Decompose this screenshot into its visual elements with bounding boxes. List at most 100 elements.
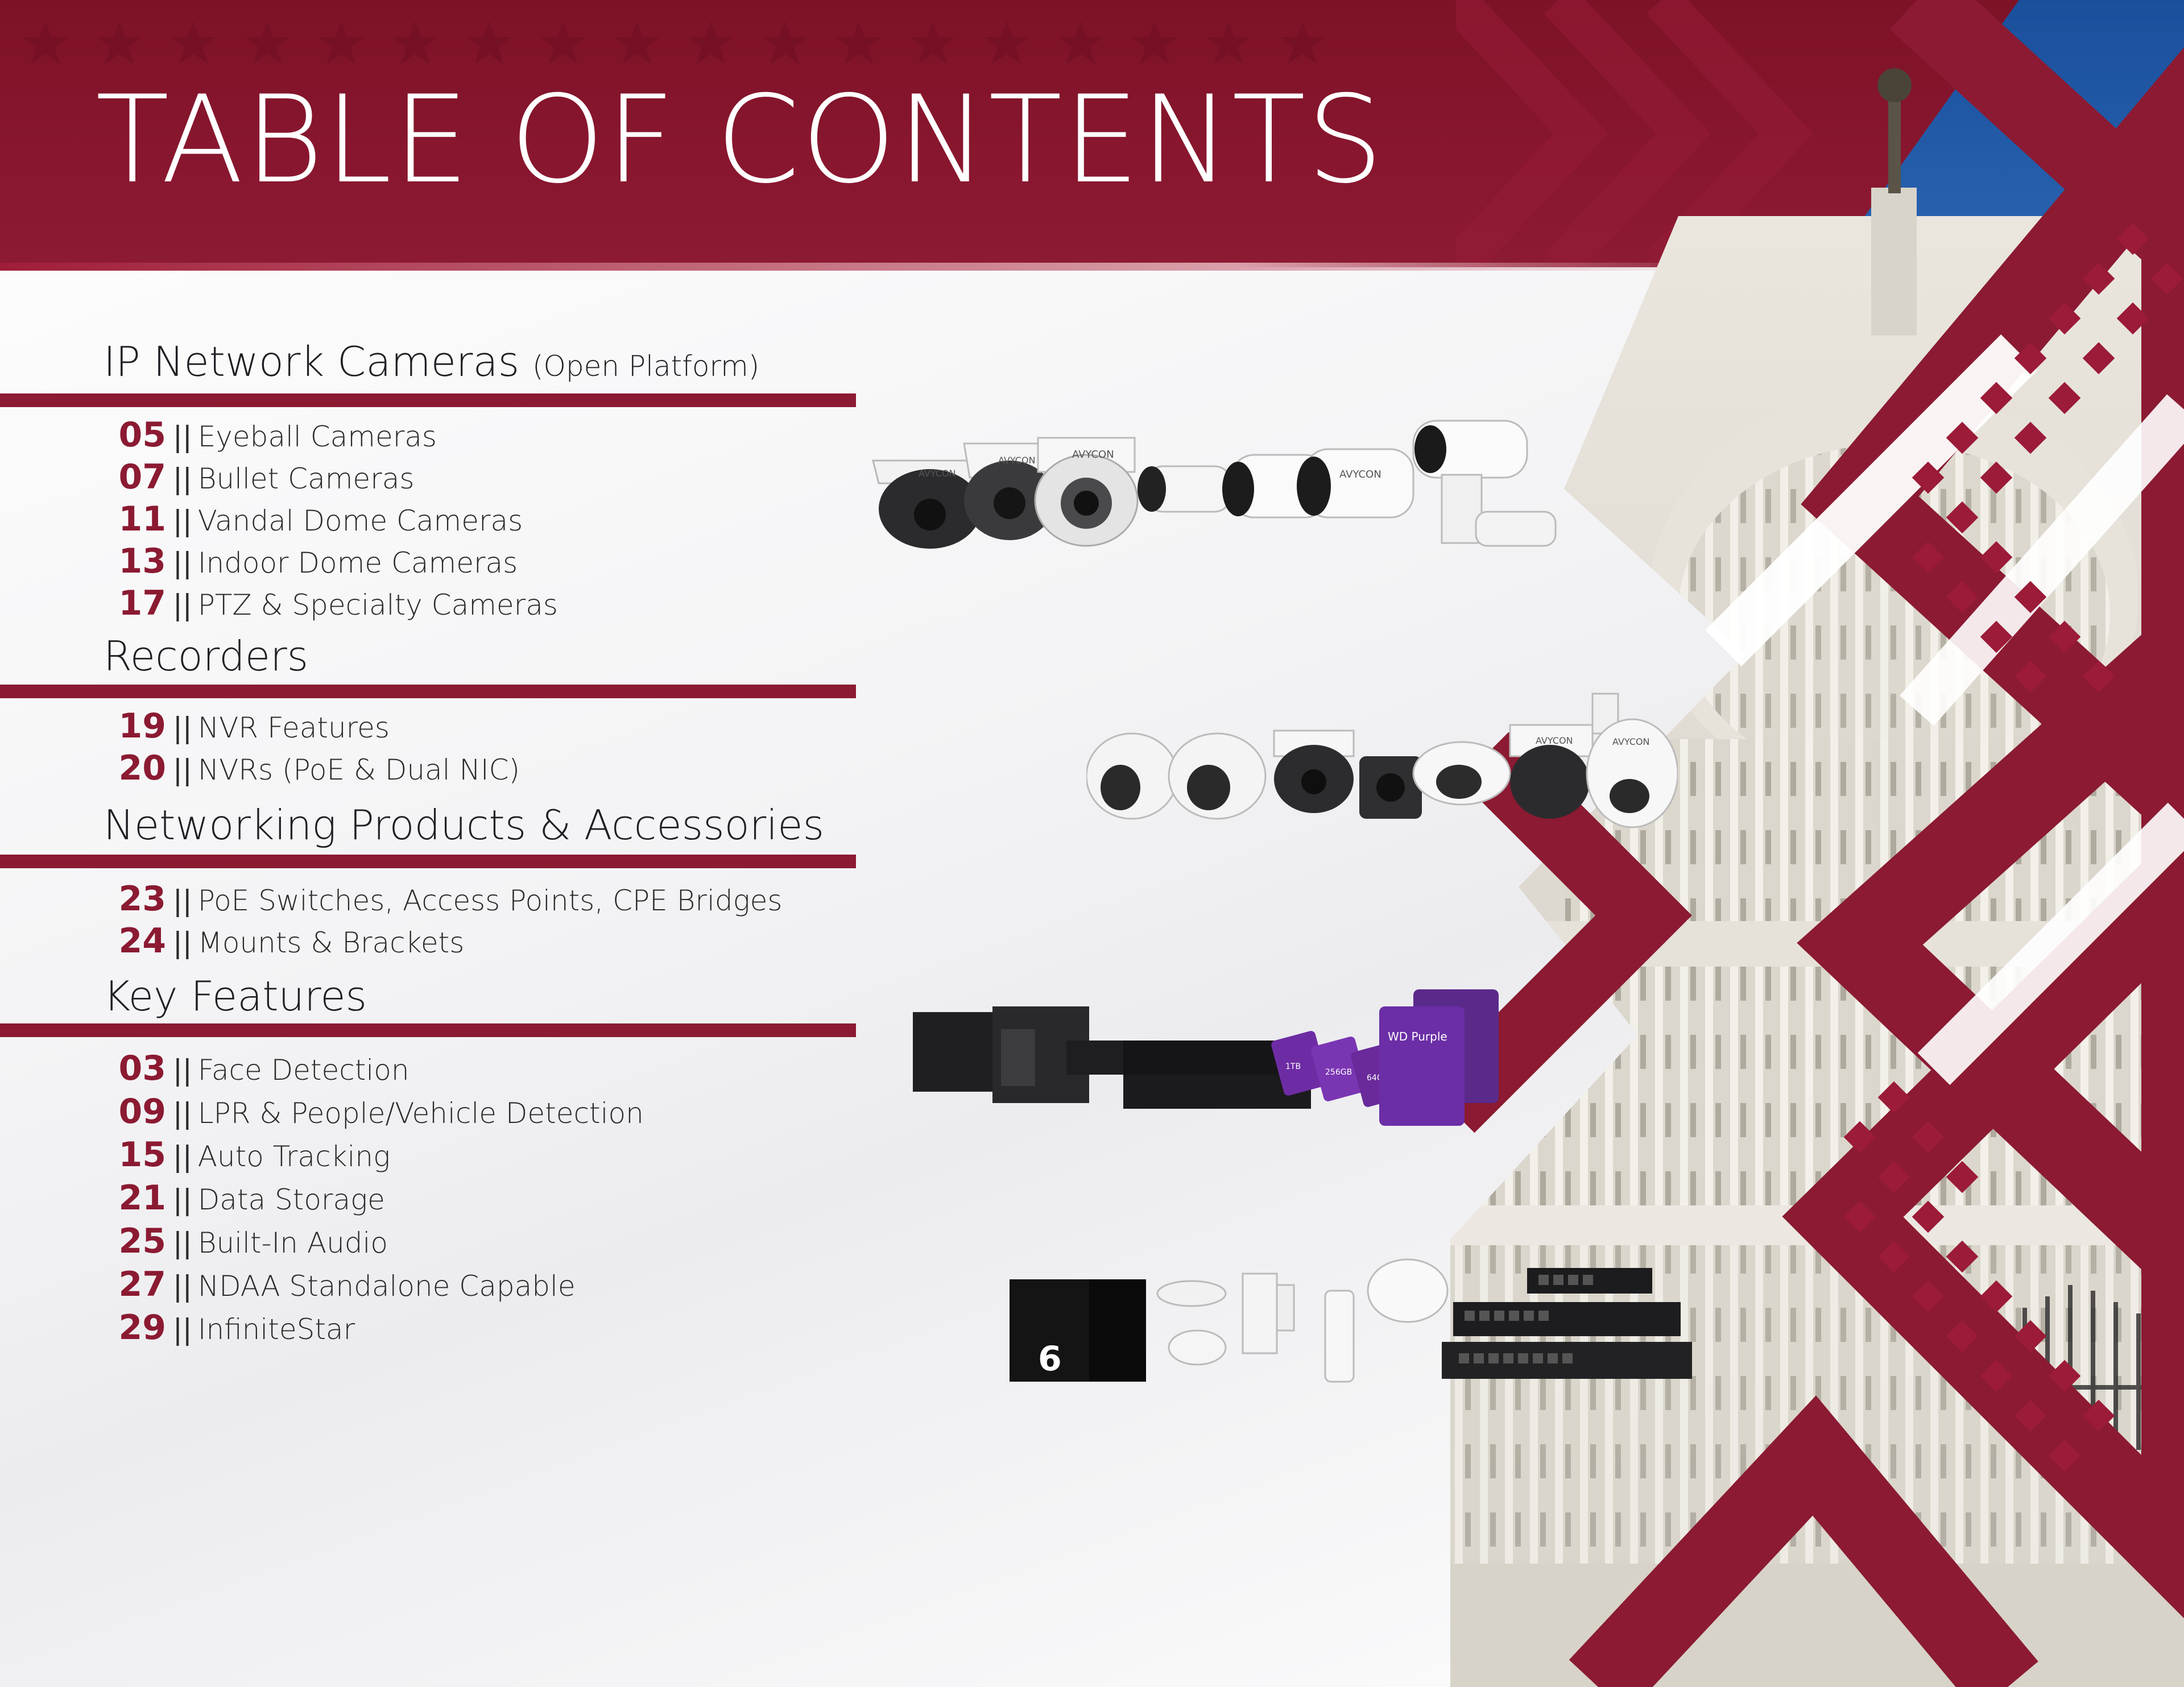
surveillance-kit-box: 6 — [1010, 1279, 1146, 1382]
toc-item[interactable]: 19||NVR Features — [114, 706, 520, 748]
toc-label: Auto Tracking — [197, 1140, 391, 1173]
section-rule — [0, 393, 856, 407]
toc-item[interactable]: 05||Eyeball Cameras — [114, 415, 558, 457]
toc-page-number: 29 — [118, 1308, 167, 1348]
eyeball-camera — [1168, 732, 1267, 820]
mini-ptz-camera: AVYCON — [1509, 724, 1594, 819]
toc-label: Indoor Dome Cameras — [197, 546, 518, 579]
camera-logo-text: AVYCON — [1072, 449, 1114, 461]
toc-separator: || — [173, 1097, 192, 1130]
toc-list-networking: 23||PoE Switches, Access Points, CPE Bri… — [114, 879, 783, 963]
toc-label: NDAA Standalone Capable — [197, 1270, 576, 1303]
toc-list-ip-cameras: 05||Eyeball Cameras 07||Bullet Cameras 1… — [114, 415, 558, 625]
toc-label: InfiniteStar — [197, 1313, 355, 1346]
toc-item[interactable]: 20||NVRs (PoE & Dual NIC) — [114, 748, 520, 790]
turret-camera: AVYCON — [963, 442, 1056, 540]
toc-page-number: 09 — [118, 1092, 167, 1131]
toc-page-number: 11 — [118, 499, 167, 539]
vandal-dome-camera: AVYCON — [1034, 437, 1139, 547]
toc-separator: || — [173, 504, 192, 537]
camera-logo-text: AVYCON — [998, 455, 1036, 466]
toc-separator: || — [173, 926, 192, 959]
toc-separator: || — [173, 1140, 192, 1173]
toc-page-number: 27 — [118, 1265, 167, 1304]
toc-page-number: 03 — [118, 1048, 167, 1088]
toc-item[interactable]: 11||Vandal Dome Cameras — [114, 499, 558, 541]
camera-logo-text: AVYCON — [1536, 735, 1573, 746]
dome-ptz-camera-lineup-image: AVYCON AVYCON — [1086, 688, 1678, 836]
toc-item[interactable]: 23||PoE Switches, Access Points, CPE Bri… — [114, 879, 783, 921]
poe-switch — [1442, 1268, 1692, 1379]
toc-label: Face Detection — [197, 1054, 410, 1087]
toc-label: Built-In Audio — [197, 1226, 388, 1259]
eyeball-camera — [1086, 732, 1178, 820]
nvr-storage-lineup-image: 1TB 256GB 64GB WD Purple — [907, 984, 1504, 1131]
toc-item[interactable]: 13||Indoor Dome Cameras — [114, 541, 558, 583]
cpe-bridge — [1324, 1290, 1355, 1383]
toc-item[interactable]: 24||Mounts & Brackets — [114, 921, 782, 963]
toc-item[interactable]: 03||Face Detection — [114, 1048, 644, 1092]
toc-separator: || — [173, 462, 192, 495]
capitol-diamond-artwork — [1450, 0, 2184, 1687]
section-heading-text: Networking Products & Accessories — [104, 801, 825, 849]
ptz-dome-camera: AVYCON — [1586, 693, 1678, 828]
eyeball-dome-camera: AVYCON — [872, 459, 988, 549]
section-heading-networking: Networking Products & Accessories — [104, 805, 824, 845]
turret-camera — [1273, 729, 1355, 813]
toc-label: Data Storage — [197, 1183, 385, 1216]
tower-nvr — [913, 1006, 1089, 1103]
wireless-access-point — [1367, 1258, 1449, 1323]
fisheye-camera — [1412, 741, 1511, 806]
toc-separator: || — [173, 753, 192, 786]
toc-page-number: 13 — [118, 541, 167, 581]
section-heading-ip-cameras: IP Network Cameras (Open Platform) — [104, 341, 759, 382]
toc-page-number: 17 — [118, 583, 167, 623]
toc-item[interactable]: 21||Data Storage — [114, 1178, 644, 1221]
memory-card-size: 1TB — [1285, 1062, 1301, 1071]
toc-label: LPR & People/Vehicle Detection — [197, 1097, 644, 1130]
toc-list-key-features: 03||Face Detection 09||LPR & People/Vehi… — [114, 1048, 644, 1351]
camera-logo-text: AVYCON — [1339, 469, 1381, 480]
toc-item[interactable]: 15||Auto Tracking — [114, 1135, 644, 1178]
toc-item[interactable]: 29||InfiniteStar — [114, 1308, 644, 1351]
drive-logo-text: WD Purple — [1388, 1030, 1447, 1043]
toc-item[interactable]: 17||PTZ & Specialty Cameras — [114, 583, 558, 625]
toc-separator: || — [173, 1313, 192, 1346]
section-heading-recorders: Recorders — [104, 636, 308, 677]
toc-list-recorders: 19||NVR Features 20||NVRs (PoE & Dual NI… — [114, 706, 520, 790]
toc-item[interactable]: 27||NDAA Standalone Capable — [114, 1265, 644, 1308]
toc-separator: || — [173, 546, 192, 579]
toc-separator: || — [173, 884, 192, 917]
toc-separator: || — [173, 1226, 192, 1259]
section-rule — [0, 1023, 856, 1037]
toc-label: NVR Features — [197, 711, 390, 744]
wd-purple-hard-drives: WD Purple — [1379, 989, 1499, 1126]
ip-camera-lineup-image: AVYCON AVYCON AVYCON — [867, 415, 1561, 557]
toc-label: Mounts & Brackets — [197, 926, 465, 959]
bullet-camera: AVYCON — [1297, 448, 1414, 519]
toc-page-number: 19 — [118, 706, 167, 746]
toc-separator: || — [173, 588, 192, 621]
toc-page-number: 25 — [118, 1221, 167, 1261]
toc-page-number: 07 — [118, 457, 167, 497]
section-heading-text: IP Network Cameras — [104, 338, 520, 386]
toc-separator: || — [173, 1183, 192, 1216]
toc-label: NVRs (PoE & Dual NIC) — [197, 753, 520, 786]
toc-item[interactable]: 07||Bullet Cameras — [114, 457, 558, 499]
section-heading-text: Recorders — [104, 632, 309, 680]
toc-item[interactable]: 25||Built-In Audio — [114, 1221, 644, 1265]
section-rule — [0, 855, 856, 868]
toc-label: PoE Switches, Access Points, CPE Bridges — [197, 884, 783, 917]
toc-item[interactable]: 09||LPR & People/Vehicle Detection — [114, 1092, 644, 1135]
section-subheading-text: (Open Platform) — [532, 350, 760, 383]
toc-page-number: 20 — [118, 748, 167, 788]
toc-separator: || — [173, 420, 192, 453]
kit-number-text: 6 — [1038, 1339, 1062, 1379]
section-heading-key-features: Key Features — [104, 976, 367, 1017]
section-heading-text: Key Features — [104, 972, 367, 1020]
pole-mount-bracket — [1242, 1272, 1295, 1354]
ptz-bullet-camera — [1412, 420, 1557, 547]
toc-page-number: 23 — [118, 879, 167, 919]
toc-label: Vandal Dome Cameras — [197, 504, 523, 537]
toc-separator: || — [173, 711, 192, 744]
